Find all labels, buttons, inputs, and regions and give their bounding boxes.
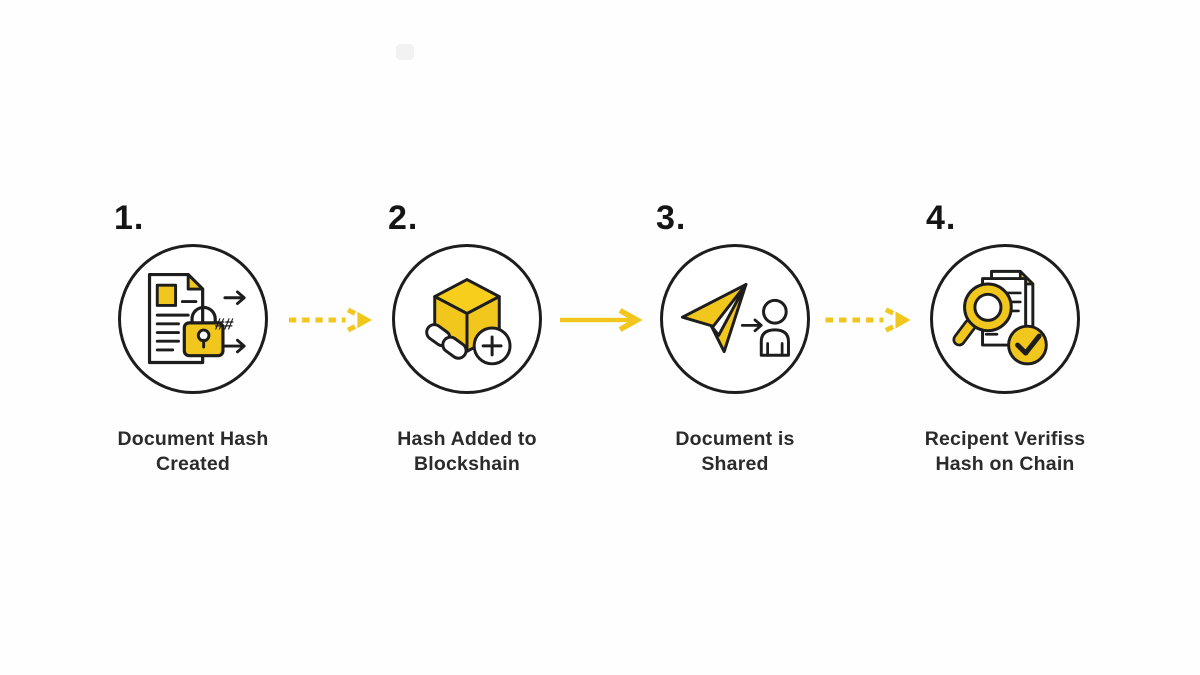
step-2-label: Hash Added to Blockshain [397, 428, 537, 475]
step-4-number: 4. [926, 199, 957, 237]
document-lock-hash-icon: ## [147, 272, 246, 365]
chain-link-icon [425, 323, 468, 360]
solid-arrow-icon [560, 308, 643, 332]
connector-arrow-1 [287, 306, 373, 334]
person-icon [759, 298, 790, 357]
step-1-document-hash-created: 1. ## [73, 195, 313, 495]
dashed-arrow-icon [288, 307, 373, 333]
hash-output-arrows: ## [213, 290, 246, 354]
background-smudge [396, 44, 414, 60]
connector-arrow-3 [822, 306, 913, 334]
step-4-circle [930, 244, 1080, 394]
step-1-number: 1. [114, 199, 145, 237]
step-3-label: Document is Shared [675, 428, 795, 475]
step-3-document-is-shared: 3. Document is Shared [615, 195, 855, 495]
step-1-label: Document Hash Created [117, 428, 269, 475]
check-circle-icon [1007, 324, 1048, 366]
step-4-recipient-verifies-hash: 4. [885, 195, 1125, 495]
magnifier-document-check-icon [952, 269, 1048, 366]
step-3-number: 3. [656, 199, 687, 237]
paper-plane-icon [680, 283, 748, 354]
plus-circle-icon [472, 326, 512, 366]
step-4-label: Recipent Verifiss Hash on Chain [924, 428, 1086, 475]
step-1-circle: ## [118, 244, 268, 394]
paper-plane-person-icon [680, 283, 790, 357]
magnifier-icon [952, 282, 1013, 347]
cube-chain-plus-icon [425, 278, 512, 366]
step-3-circle [660, 244, 810, 394]
step-2-circle [392, 244, 542, 394]
step-2-number: 2. [388, 199, 419, 237]
connector-arrow-2 [558, 306, 646, 334]
hash-glyph: ## [213, 315, 235, 334]
dashed-arrow-icon [825, 307, 911, 333]
step-2-hash-added-to-blockchain: 2. Hash Added to Blockshain [347, 195, 587, 495]
